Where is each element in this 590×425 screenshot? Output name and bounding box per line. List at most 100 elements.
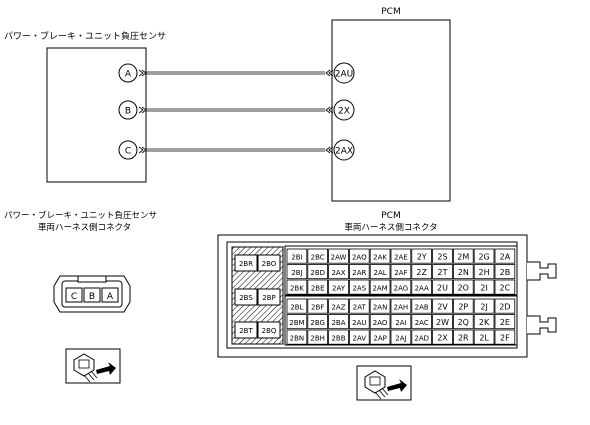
pcm-pin-label: 2BH (310, 335, 325, 343)
sensor-connector-pin (65, 287, 83, 303)
pcm-pin-label: 2BK (290, 285, 304, 293)
sensor-label: パワー・ブレーキ・ユニット負圧センサ (4, 30, 166, 42)
pcm-pin (390, 298, 412, 314)
sensor-connector-label-1: パワー・ブレーキ・ユニット負圧センサ (4, 210, 157, 221)
pcm-pin (473, 248, 495, 264)
pcm-pin-label: 2AD (414, 335, 429, 343)
pcm-pin-label: 2X (437, 334, 448, 343)
pcm-pin-label: 2BB (331, 335, 345, 343)
pcm-pin-label: 2AR (352, 269, 366, 277)
pcm-pin-label: 2BE (311, 285, 325, 293)
sensor-terminal (118, 140, 138, 160)
pcm-pin (473, 298, 495, 314)
pcm-pin (257, 321, 281, 339)
pcm-pin (494, 279, 516, 295)
pcm-pin-label: 2AL (374, 269, 387, 277)
pcm-terminal-label: 2X (338, 107, 350, 117)
pcm-pin (234, 321, 258, 339)
pcm-pin (432, 279, 453, 295)
pcm-pin-label: 2H (479, 268, 490, 277)
pcm-pin-group-lower (284, 295, 518, 346)
pcm-pin-label: 2BC (311, 254, 325, 262)
pcm-pin (411, 264, 432, 280)
pcm-pin-label: 2BI (291, 254, 302, 262)
pcm-pin-label: 2AZ (331, 304, 345, 312)
pcm-pin-label: 2U (437, 284, 448, 293)
pcm-pin (328, 314, 349, 330)
pcm-pin (348, 248, 370, 264)
pcm-pin (286, 248, 308, 264)
pcm-pin-label: 2AH (394, 304, 409, 312)
pcm-pin (432, 264, 453, 280)
pcm-pin (286, 329, 308, 345)
pcm-pin (348, 314, 370, 330)
pcm-pin-label: 2B (500, 268, 511, 277)
pcm-pin (257, 288, 281, 306)
pcm-pin-label: 2AV (353, 335, 367, 343)
pcm-pin-label: 2Y (417, 253, 427, 262)
pcm-pin-label: 2AS (352, 285, 366, 293)
pcm-pin (452, 298, 474, 314)
pcm-pin (473, 264, 495, 280)
wire-connector-mark (325, 69, 334, 77)
sensor-connector-label-2: 車両ハーネス側コネクタ (38, 222, 131, 233)
pcm-pin (348, 298, 370, 314)
pcm-pin (328, 264, 349, 280)
pcm-terminal (333, 62, 355, 84)
pcm-pin (307, 248, 328, 264)
pcm-pin (286, 279, 308, 295)
pcm-pin (286, 314, 308, 330)
pcm-pin (494, 264, 516, 280)
pcm-pin-label: 2BL (290, 304, 303, 312)
pcm-terminal (333, 99, 355, 121)
pcm-pin (328, 279, 349, 295)
pcm-pin (432, 329, 453, 345)
pcm-pin (494, 298, 516, 314)
pcm-pin (369, 329, 391, 345)
pcm-pin (257, 254, 281, 272)
sensor-terminal (118, 100, 138, 120)
pcm-pin-label: 2AK (373, 254, 387, 262)
pcm-pin-label: 2S (437, 253, 447, 262)
wire-connector-mark (325, 106, 334, 114)
pcm-pin-label: 2BS (239, 294, 253, 302)
sensor-connector-pin-label: C (71, 292, 77, 302)
pcm-pin-label: 2Z (416, 268, 427, 277)
pcm-pin-label: 2AU (352, 319, 366, 327)
pcm-pin-label: 2AQ (352, 254, 367, 262)
pcm-pin-label: 2AE (394, 254, 408, 262)
pcm-pin (390, 279, 412, 295)
pcm-pin (494, 329, 516, 345)
pcm-pin-label: 2P (458, 303, 468, 312)
pcm-pin (452, 264, 474, 280)
pcm-pin (432, 314, 453, 330)
sensor-terminal (118, 63, 138, 83)
pcm-pin (369, 314, 391, 330)
pcm-pin-label: 2L (479, 334, 489, 343)
pcm-pin (286, 264, 308, 280)
pcm-terminal (333, 139, 355, 161)
pcm-pin-label: 2AM (372, 285, 387, 293)
pcm-pin (411, 279, 432, 295)
pcm-pin-label: 2BQ (262, 327, 277, 335)
pcm-pin (234, 254, 258, 272)
sensor-connector-pin-label: B (89, 292, 95, 302)
pcm-pin-label: 2AW (331, 254, 347, 262)
wire-connector-mark (138, 146, 147, 154)
pcm-pin-label: 2T (438, 268, 448, 277)
pcm-terminal-label: 2AX (335, 147, 353, 157)
pcm-pin (307, 314, 328, 330)
pcm-pin (390, 248, 412, 264)
pcm-pin (369, 248, 391, 264)
pcm-pin-label: 2E (500, 318, 510, 327)
pcm-pin (348, 329, 370, 345)
pcm-pin-label: 2Q (458, 318, 469, 327)
pcm-pin (494, 248, 516, 264)
pcm-pin-label: 2K (479, 318, 490, 327)
pcm-pin-label: 2AF (394, 269, 407, 277)
wire-connector-mark (325, 146, 334, 154)
pcm-pin-label: 2BG (310, 319, 325, 327)
